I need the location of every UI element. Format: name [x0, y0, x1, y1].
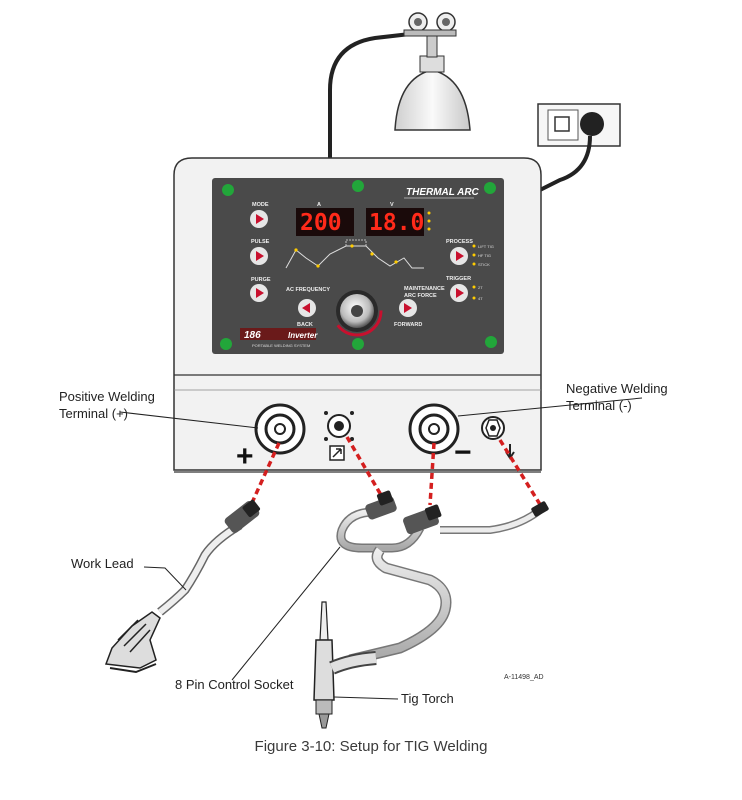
ac-frequency-label: AC FREQUENCY	[286, 287, 330, 293]
leader-lines	[119, 397, 643, 700]
forward-button[interactable]: FORWARD	[394, 299, 422, 328]
tig-torch	[313, 601, 377, 729]
volt-unit: V	[390, 202, 394, 208]
panel-screw-led	[485, 336, 497, 348]
process-option-lift-tig: LIFT TIG	[478, 244, 494, 249]
control-socket-label: 8 Pin Control Socket	[175, 677, 294, 692]
gas-outlet[interactable]	[481, 416, 515, 460]
control-panel: THERMAL ARC A V 200 18.0 MODE PULSE PURG…	[212, 178, 504, 354]
panel-screw-led	[352, 338, 364, 350]
volt-display-value: 18.0	[369, 210, 424, 236]
panel-screw-led	[220, 338, 232, 350]
pulse-button[interactable]: PULSE	[250, 239, 270, 265]
weld-sequence-graph	[285, 245, 424, 269]
power-outlet	[537, 103, 621, 192]
panel-screw-led	[222, 184, 234, 196]
process-button[interactable]: PROCESS	[446, 239, 473, 265]
amp-display	[296, 208, 354, 236]
trigger-option-4t: 4T	[478, 296, 483, 301]
model-number: 186	[244, 330, 261, 341]
tig-torch-label: Tig Torch	[401, 691, 454, 706]
work-lead-label: Work Lead	[71, 556, 134, 571]
svg-text:FORWARD: FORWARD	[394, 322, 422, 328]
trigger-option-2t: 2T	[478, 285, 483, 290]
plus-symbol: +	[236, 440, 254, 473]
connection-lines	[249, 436, 543, 507]
negative-terminal-label-line2: Terminal (-)	[566, 398, 632, 413]
svg-text:PULSE: PULSE	[251, 239, 270, 245]
maintenance-label: MAINTENANCE	[404, 286, 445, 292]
model-badge	[240, 328, 316, 340]
negative-terminal[interactable]	[408, 403, 460, 455]
svg-text:TRIGGER: TRIGGER	[446, 276, 471, 282]
mode-button[interactable]: MODE	[250, 202, 269, 228]
negative-terminal-label-line1: Negative Welding	[566, 381, 668, 396]
figure-id: A-11498_AD	[504, 674, 544, 681]
panel-subtitle: PORTABLE WELDING SYSTEM	[252, 343, 310, 348]
svg-text:PURGE: PURGE	[251, 277, 271, 283]
purge-button[interactable]: PURGE	[250, 277, 271, 302]
positive-terminal-label-line2: Terminal (+)	[59, 406, 128, 421]
brand-logo: THERMAL ARC	[406, 187, 480, 198]
arc-force-label: ARC FORCE	[404, 293, 437, 299]
positive-terminal[interactable]	[254, 403, 306, 455]
svg-text:MODE: MODE	[252, 202, 269, 208]
inverter-label: Inverter	[288, 331, 318, 340]
control-knob[interactable]	[331, 285, 383, 337]
work-lead	[104, 499, 261, 674]
trigger-button[interactable]: TRIGGER	[446, 276, 471, 302]
process-option-stick: STICK	[478, 262, 490, 267]
panel-screw-led	[484, 182, 496, 194]
positive-terminal-label-line1: Positive Welding	[59, 389, 155, 404]
torch-cable	[336, 490, 549, 666]
svg-text:BACK: BACK	[297, 322, 313, 328]
panel-screw-led	[352, 180, 364, 192]
amp-display-value: 200	[300, 210, 342, 236]
process-option-hf-tig: HF TIG	[478, 253, 491, 258]
control-socket[interactable]	[324, 411, 354, 461]
volt-display	[366, 208, 424, 236]
minus-symbol: −	[454, 436, 472, 469]
amp-unit: A	[317, 202, 321, 208]
gas-cylinder	[328, 12, 471, 160]
svg-text:PROCESS: PROCESS	[446, 239, 473, 245]
figure-caption: Figure 3-10: Setup for TIG Welding	[254, 738, 488, 755]
back-button[interactable]: BACK	[297, 299, 316, 328]
